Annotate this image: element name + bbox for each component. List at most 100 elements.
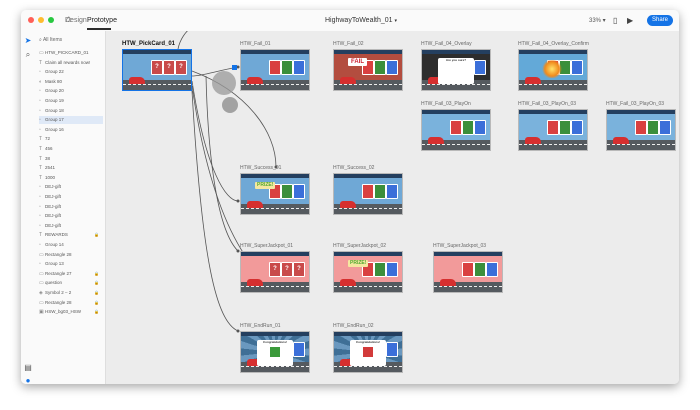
artboard-label[interactable]: HTW_Success_01 bbox=[240, 165, 282, 171]
artboard-thumbnail[interactable]: Are you sure? bbox=[421, 49, 491, 91]
artboard-thumbnail[interactable]: PRIZE! bbox=[240, 173, 310, 215]
folder-icon: ▫ bbox=[39, 107, 41, 114]
lock-icon[interactable]: 🔒 bbox=[94, 290, 99, 295]
artboard-label[interactable]: HTW_PickCard_01 bbox=[122, 41, 176, 47]
artboard-thumbnail[interactable] bbox=[433, 251, 503, 293]
artboard-thumbnail[interactable]: Congratulations! bbox=[333, 331, 403, 373]
layer-item[interactable]: ▫DEJ-gift bbox=[39, 183, 103, 191]
layer-item[interactable]: ▫Group 14 bbox=[39, 241, 103, 249]
artboard-label[interactable]: HTW_Fail_03_PlayOn_03 bbox=[518, 101, 577, 107]
play-preview-icon[interactable]: ▶ bbox=[627, 16, 634, 25]
reward-card: ? bbox=[281, 262, 293, 277]
artboard-label[interactable]: HTW_Fail_02 bbox=[333, 41, 364, 47]
zoom-level[interactable]: 33% ▾ bbox=[589, 18, 606, 24]
document-title[interactable]: HighwayToWealth_01 ▾ bbox=[324, 17, 398, 24]
select-tool-icon[interactable]: ➤ bbox=[24, 36, 32, 45]
layer-item[interactable]: ▣HSW_bg03_HSW🔒 bbox=[39, 308, 103, 316]
close-window-button[interactable] bbox=[28, 17, 34, 23]
game-header-bar bbox=[241, 332, 309, 336]
layer-label: Group 18 bbox=[45, 107, 64, 113]
tab-prototype[interactable]: Prototype bbox=[87, 17, 117, 24]
lock-icon[interactable]: 🔒 bbox=[94, 280, 99, 286]
minimize-window-button[interactable] bbox=[38, 17, 44, 23]
layer-item[interactable]: ▫ Group 18 bbox=[39, 107, 103, 115]
layer-item[interactable]: ▫Group 13 bbox=[39, 260, 103, 268]
artboard-thumbnail[interactable]: PRIZE! bbox=[333, 251, 403, 293]
chevron-down-icon: ▾ bbox=[394, 18, 398, 24]
artboard-label[interactable]: HTW_Fail_03_PlayOn bbox=[421, 101, 471, 107]
artboard-thumbnail[interactable]: ??? bbox=[240, 251, 310, 293]
artboard-label[interactable]: HTW_Fail_01 bbox=[240, 41, 271, 47]
device-preview-icon[interactable]: ▯ bbox=[613, 16, 618, 25]
layer-item[interactable]: ◈Symbol 2 – 2🔒 bbox=[39, 289, 103, 297]
artboard-thumbnail[interactable] bbox=[518, 49, 588, 91]
layer-item[interactable]: ▫Group 19 bbox=[39, 97, 103, 105]
folder-icon: ▫ bbox=[39, 184, 41, 191]
layer-item[interactable]: ▭Rectangle 28 bbox=[39, 251, 103, 259]
artboard-thumbnail[interactable] bbox=[421, 109, 491, 151]
rectangle-icon: ▭ bbox=[39, 280, 44, 287]
layer-item[interactable]: ▭question🔒 bbox=[39, 279, 103, 287]
layer-item[interactable]: ▭Rectangle 28🔒 bbox=[39, 299, 103, 307]
share-button[interactable]: Share bbox=[647, 15, 673, 26]
reward-card bbox=[386, 184, 398, 199]
layer-item[interactable]: ▫DEJ-gift bbox=[39, 203, 103, 211]
tab-design[interactable]: Design bbox=[65, 17, 87, 24]
artboard-label[interactable]: HTW_SuperJackpot_01 bbox=[240, 243, 294, 249]
layer-item[interactable]: ◐Mask 80 bbox=[39, 78, 103, 86]
artboard-thumbnail[interactable] bbox=[240, 49, 310, 91]
layer-item[interactable]: ▫DEJ-gift bbox=[39, 212, 103, 220]
zoom-tool-icon[interactable]: ⌕ bbox=[25, 50, 31, 59]
artboard-thumbnail[interactable] bbox=[333, 173, 403, 215]
layer-item[interactable]: ▫Group 20 bbox=[39, 87, 103, 95]
reward-card bbox=[635, 120, 647, 135]
artboard-label[interactable]: HTW_SuperJackpot_02 bbox=[333, 243, 387, 249]
layer-item[interactable]: ▭Rectangle 27🔒 bbox=[39, 270, 103, 278]
road-graphic bbox=[422, 140, 490, 150]
layers-panel-icon[interactable]: ▤ bbox=[24, 363, 32, 372]
lock-icon[interactable]: 🔒 bbox=[94, 299, 99, 305]
game-header-bar bbox=[519, 110, 587, 114]
lock-icon[interactable]: 🔒 bbox=[94, 309, 99, 315]
text-icon: T bbox=[39, 146, 43, 152]
layer-item[interactable]: ▫Group 22 bbox=[39, 68, 103, 76]
artboard-thumbnail[interactable] bbox=[518, 109, 588, 151]
artboard-thumbnail[interactable]: ??? bbox=[122, 49, 192, 91]
lock-icon[interactable]: 🔒 bbox=[94, 232, 99, 238]
canvas[interactable]: HTW_PickCard_01??? HTW_Fail_01 HTW_Fail_02… bbox=[106, 31, 679, 384]
car-graphic bbox=[340, 77, 356, 84]
lock-icon[interactable]: 🔒 bbox=[94, 270, 99, 276]
home-icon[interactable]: ⌂ bbox=[65, 14, 73, 25]
layer-item[interactable]: ▭HTW_PICKCARD_01 bbox=[39, 49, 103, 57]
car-graphic bbox=[247, 359, 263, 366]
car-graphic bbox=[525, 137, 541, 144]
layer-item[interactable]: ▫Group 17 bbox=[39, 116, 103, 125]
artboard-label[interactable]: HTW_Fail_04_Overlay bbox=[421, 41, 472, 47]
artboard-label[interactable]: HTW_Fail_04_Overlay_Confirm bbox=[518, 41, 589, 47]
layers-filter[interactable]: ⌕ All Items bbox=[39, 35, 101, 45]
car-graphic bbox=[340, 359, 356, 366]
layer-item[interactable]: ▫Group 16 bbox=[39, 126, 103, 134]
artboard-thumbnail[interactable]: FAIL bbox=[333, 49, 403, 91]
layer-label: DEJ-gift bbox=[45, 194, 62, 199]
layer-item[interactable]: ▫DEJ-gift bbox=[39, 193, 103, 201]
maximize-window-button[interactable] bbox=[48, 17, 54, 23]
account-icon[interactable]: ● bbox=[25, 376, 31, 385]
layer-item[interactable]: ▫DEJ-gift bbox=[39, 222, 103, 230]
artboard-label[interactable]: HTW_EndRun_01 bbox=[240, 323, 281, 329]
artboard-thumbnail[interactable]: Congratulations! bbox=[240, 331, 310, 373]
text-icon: T bbox=[39, 165, 43, 172]
artboard-label[interactable]: HTW_EndRun_02 bbox=[333, 323, 374, 329]
artboard-thumbnail[interactable] bbox=[606, 109, 676, 151]
artboard-label[interactable]: HTW_Success_02 bbox=[333, 165, 375, 171]
lane-marking bbox=[334, 208, 402, 210]
artboard-label[interactable]: HTW_SuperJackpot_03 bbox=[433, 243, 487, 249]
artboard-label[interactable]: HTW_Fail_03_PlayOn_03 bbox=[606, 101, 665, 107]
